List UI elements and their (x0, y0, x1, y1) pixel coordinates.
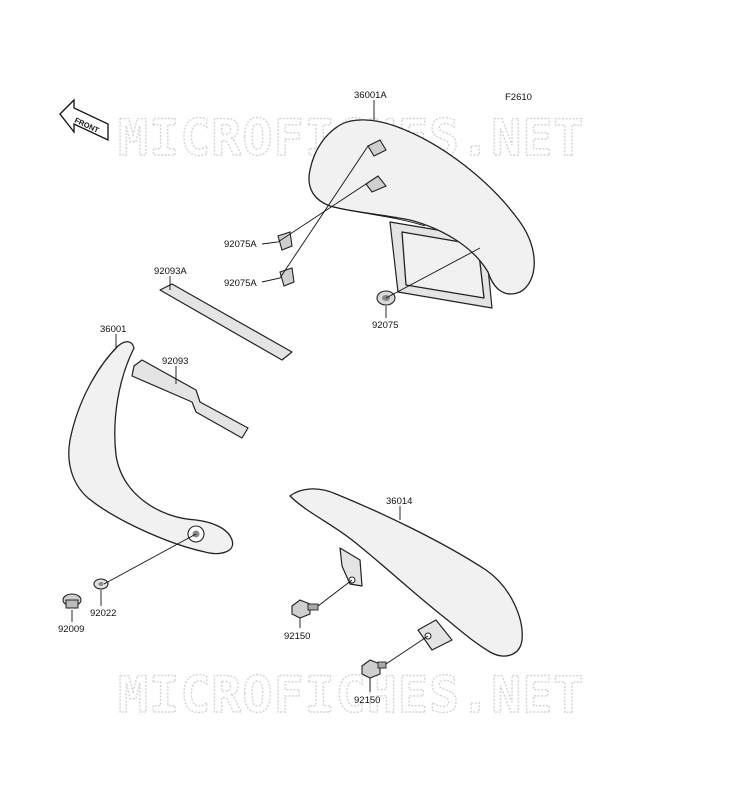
part-92093-strip (131, 359, 249, 439)
part-92150-bolt-upper (291, 599, 319, 619)
label-92150-lower: 92150 (354, 695, 380, 706)
part-36014-cover (289, 488, 523, 657)
leader-lines (71, 100, 481, 692)
part-92093A-strip (159, 283, 293, 361)
front-arrow-icon: FRONT (59, 98, 109, 142)
label-36014: 36014 (386, 496, 412, 507)
label-36001A: 36001A (354, 90, 387, 101)
label-92075: 92075 (372, 320, 398, 331)
part-36001A-cover (308, 119, 535, 309)
label-92022: 92022 (90, 608, 116, 619)
label-92075A-upper: 92075A (224, 239, 257, 250)
part-92009-bolt (62, 593, 82, 609)
label-92009: 92009 (58, 624, 84, 635)
part-92075A-upper (277, 231, 293, 251)
part-92150-bolt-lower (361, 659, 387, 679)
label-92093: 92093 (162, 356, 188, 367)
label-92093A: 92093A (154, 266, 187, 277)
label-92075A-lower: 92075A (224, 278, 257, 289)
figure-code: F2610 (505, 92, 532, 103)
watermark-bottom: MICROFICHES.NET (118, 666, 585, 724)
label-92150-upper: 92150 (284, 631, 310, 642)
label-36001: 36001 (100, 324, 126, 335)
part-92075A-lower (279, 267, 295, 287)
part-92022-washer (93, 578, 109, 590)
